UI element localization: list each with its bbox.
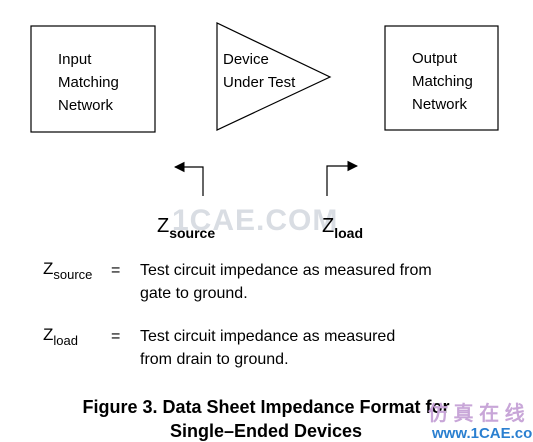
z-source-symbol: Z: [157, 215, 169, 237]
output-box-line2: Matching: [412, 73, 473, 90]
output-box-line1: Output: [412, 50, 458, 67]
definition-load-symbol: Zload: [43, 325, 78, 348]
device-label-line2: Under Test: [223, 74, 296, 91]
definition-source-line1: Test circuit impedance as measured from: [140, 262, 432, 279]
definition-source-symbol: Zsource: [43, 259, 92, 282]
definition-source-equals: =: [111, 262, 120, 279]
device-label-line1: Device: [223, 51, 269, 68]
watermark-corner-url: www.1CAE.com: [431, 425, 533, 442]
z-load-label: Zload: [322, 215, 363, 241]
definition-source-line2: gate to ground.: [140, 285, 248, 302]
watermark-corner-cn: 仿 真 在 线: [428, 401, 525, 425]
source-arrow: [173, 161, 204, 196]
output-box-line3: Network: [412, 96, 468, 113]
z-source-label: Zsource: [157, 215, 215, 241]
input-matching-network-box: [30, 25, 156, 133]
definition-load-line1: Test circuit impedance as measured: [140, 328, 395, 345]
output-matching-network-box: [384, 25, 499, 131]
load-arrow: [326, 160, 359, 196]
z-load-subscript: load: [334, 225, 363, 241]
input-box-line2: Matching: [58, 74, 119, 91]
z-load-symbol: Z: [322, 215, 334, 237]
z-source-subscript: source: [169, 225, 215, 241]
input-box-line3: Network: [58, 97, 114, 114]
definition-load-line2: from drain to ground.: [140, 351, 289, 368]
figure-caption-line2: Single–Ended Devices: [170, 421, 362, 441]
watermark-center: 1CAE.COM: [172, 204, 338, 237]
input-box-line1: Input: [58, 51, 92, 68]
definition-load-equals: =: [111, 328, 120, 345]
device-under-test-triangle: [216, 22, 332, 131]
figure-caption-line1: Figure 3. Data Sheet Impedance Format fo…: [82, 397, 449, 417]
